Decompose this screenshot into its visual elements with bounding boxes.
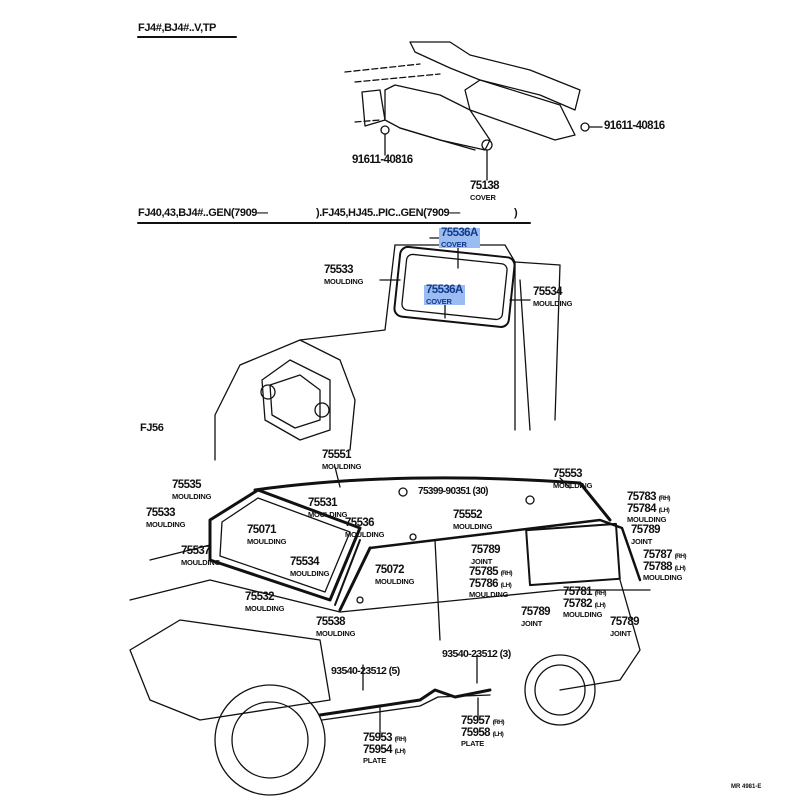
part-75783-75784[interactable]: 75783 (RH)75784 (LH)MOULDING <box>627 491 671 524</box>
part-75785-75786[interactable]: 75785 (RH)75786 (LH)MOULDING <box>469 566 513 599</box>
part-91611-40816-left[interactable]: 91611-40816 <box>352 154 413 166</box>
part-93540-23512-5[interactable]: 93540-23512 (5) <box>331 665 400 677</box>
section-header-gen-end: ) <box>514 207 518 219</box>
section-header-fj56: FJ56 <box>140 422 164 434</box>
part-75399-90351[interactable]: 75399-90351 (30) <box>418 486 489 497</box>
part-75787-75788[interactable]: 75787 (RH)75788 (LH)MOULDING <box>643 549 687 582</box>
part-91611-40816-right[interactable]: 91611-40816 <box>604 120 665 132</box>
drawing-code: MR 4981-E <box>731 784 762 790</box>
part-75781-75782[interactable]: 75781 (RH)75782 (LH)MOULDING <box>563 586 607 619</box>
section-header-gen-left: FJ40,43,BJ4#..GEN(7909— <box>138 207 268 219</box>
part-93540-23512-3[interactable]: 93540-23512 (3) <box>442 648 511 660</box>
wagon-drawing <box>129 466 651 796</box>
cab-rear-window-drawing <box>214 237 561 461</box>
part-75953-75954[interactable]: 75953 (RH)75954 (LH)PLATE <box>363 732 407 765</box>
cover-75138-drawing <box>344 41 603 181</box>
section-header-gen-right: ).FJ45,HJ45..PIC..GEN(7909— <box>316 207 460 219</box>
section-header-v-tp: FJ4#,BJ4#..V,TP <box>138 22 216 34</box>
part-75957-75958[interactable]: 75957 (RH)75958 (LH)PLATE <box>461 715 505 748</box>
